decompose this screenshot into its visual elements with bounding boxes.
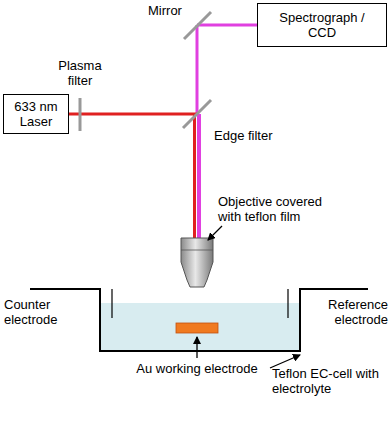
plasma-filter-symbol (79, 98, 82, 131)
part-label: Objective covered with teflon film (218, 194, 348, 224)
instrument-box: 633 nm Laser (3, 94, 69, 134)
part-label: Counter electrode (4, 297, 86, 327)
objective-lens (181, 238, 213, 287)
laser-beam (193, 114, 196, 238)
raman-beam (197, 24, 257, 27)
part-label: Plasma filter (52, 58, 108, 88)
edge-filter-symbol (183, 100, 211, 128)
part-label: Edge filter (214, 128, 304, 143)
part-label: Mirror (148, 3, 192, 18)
part-label: Reference electrode (312, 297, 388, 327)
objective-lens (181, 250, 213, 251)
ec-cell-outline (30, 289, 368, 351)
box-label: 633 nm Laser (8, 99, 64, 129)
leader-arrow (208, 226, 222, 240)
laser-beam (67, 113, 197, 116)
box-label: Spectrograph / CCD (275, 10, 370, 40)
leader-arrow (196, 337, 197, 358)
counter-electrode-wire (111, 289, 112, 318)
part-label: Teflon EC-cell with electrolyte (272, 366, 388, 396)
electrolyte (101, 303, 299, 350)
raman-beam (196, 25, 199, 114)
reference-electrode-wire (287, 289, 288, 318)
au-electrode (176, 323, 218, 333)
part-label: Au working electrode (127, 361, 267, 376)
instrument-box: Spectrograph / CCD (257, 3, 387, 47)
mirror-symbol (184, 12, 211, 39)
raman-beam (197, 114, 201, 238)
